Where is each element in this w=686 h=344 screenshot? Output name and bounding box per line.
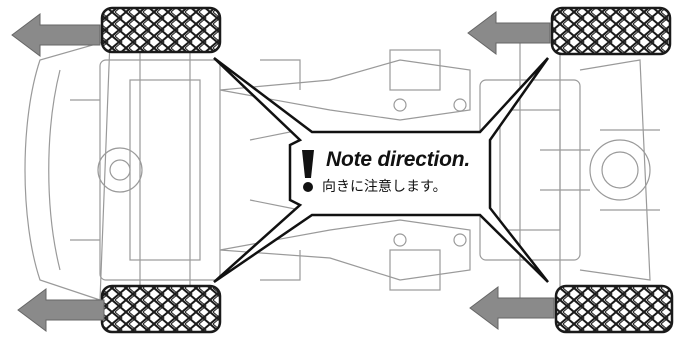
note-title: Note direction. <box>326 148 471 171</box>
arrow-left-icon <box>469 286 555 330</box>
callout-text: Note direction. 向きに注意します。 <box>298 148 488 198</box>
callout-star <box>213 57 550 284</box>
tire-rear-left <box>100 284 222 334</box>
exclamation-icon <box>302 150 314 192</box>
tire-rear-right <box>554 284 674 334</box>
tire-front-right <box>550 6 672 56</box>
arrow-left-icon <box>467 11 551 55</box>
arrow-left-icon <box>17 288 105 332</box>
tire-front-left <box>100 6 222 54</box>
note-subtitle: 向きに注意します。 <box>322 179 447 195</box>
arrow-left-icon <box>11 13 101 57</box>
